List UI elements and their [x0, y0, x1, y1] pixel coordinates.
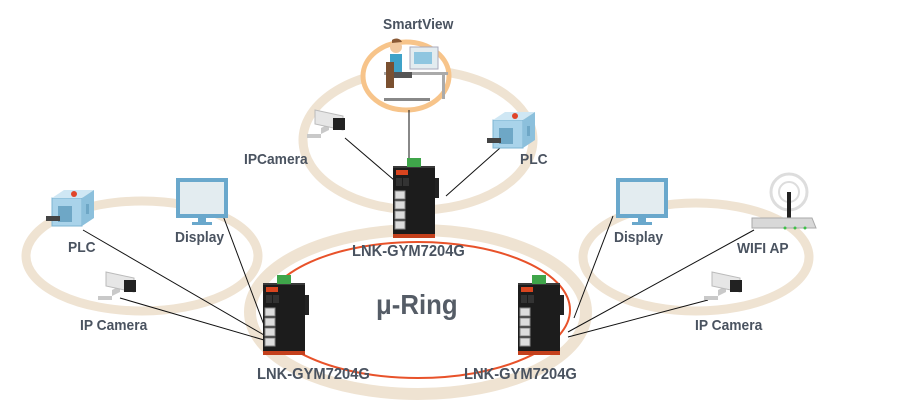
operator-workstation-icon	[384, 38, 448, 101]
left-plc-label: PLC	[68, 239, 96, 256]
left-plc-icon	[45, 189, 95, 227]
top-ipcamera-label: IPCamera	[244, 151, 308, 168]
top-plc-icon	[486, 111, 536, 149]
right-display-label: Display	[614, 229, 664, 246]
u-ring-title: μ-Ring	[376, 289, 458, 320]
left-switch-icon	[262, 274, 310, 356]
right-zone-halo	[578, 198, 814, 316]
links	[82, 110, 755, 341]
top-switch-label: LNK-GYM7204G	[352, 243, 465, 260]
wifi-ap-label: WIFI AP	[737, 240, 789, 257]
wifi-ap-icon	[751, 172, 817, 230]
right-ipcamera-label: IP Camera	[695, 317, 763, 334]
right-ip-camera-icon	[703, 271, 743, 301]
right-switch-label: LNK-GYM7204G	[464, 366, 577, 383]
left-display-label: Display	[175, 229, 225, 246]
left-switch-label: LNK-GYM7204G	[257, 366, 370, 383]
left-ipcamera-label: IP Camera	[80, 317, 148, 334]
top-plc-label: PLC	[520, 151, 548, 168]
top-switch-icon	[392, 157, 440, 239]
left-zone-halo	[21, 196, 263, 316]
left-ip-camera-icon	[97, 271, 137, 301]
smartview-label: SmartView	[383, 16, 454, 33]
right-switch-icon	[517, 274, 565, 356]
